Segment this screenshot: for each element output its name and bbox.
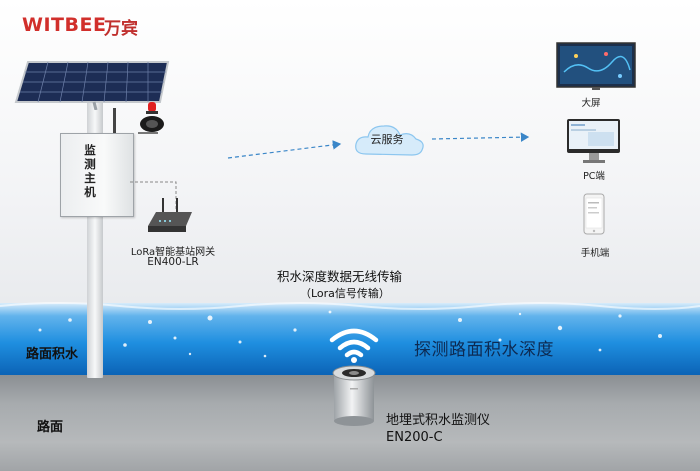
detect-caption: 探测路面积水深度 bbox=[414, 340, 554, 360]
monitor-host-box bbox=[60, 133, 134, 217]
big-screen-label: 大屏 bbox=[581, 98, 601, 109]
gateway-label-1: LoRa智能基站网关 bbox=[130, 247, 216, 258]
siren-alarm-icon bbox=[113, 102, 164, 134]
big-screen-icon bbox=[556, 42, 636, 90]
buried-water-sensor-icon bbox=[332, 365, 376, 426]
water-zone-label: 路面积水 bbox=[26, 347, 79, 362]
transmission-caption: 积水深度数据无线传输 bbox=[277, 269, 403, 284]
transmission-subcaption: （Lora信号传输） bbox=[300, 287, 390, 300]
pc-monitor-icon bbox=[567, 119, 620, 163]
wifi-signal-icon bbox=[329, 328, 379, 363]
cloud-label: 云服务 bbox=[370, 133, 404, 146]
host-gateway-link bbox=[130, 181, 177, 210]
pc-label: PC端 bbox=[583, 171, 605, 182]
road-zone-label: 路面 bbox=[37, 420, 64, 435]
water-layer bbox=[0, 303, 700, 375]
sensor-label-2: EN200-C bbox=[386, 430, 443, 445]
gateway-label-2: EN400-LR bbox=[147, 256, 199, 268]
data-flow-arrows bbox=[227, 132, 530, 159]
sensor-label-1: 地埋式积水监测仪 bbox=[386, 413, 491, 428]
cloud-icon bbox=[355, 125, 424, 156]
brand-logo-cn: 万宾 bbox=[104, 19, 138, 39]
lora-gateway-icon bbox=[148, 198, 192, 232]
water-bubbles bbox=[0, 302, 700, 358]
solar-panel bbox=[14, 61, 170, 110]
monitor-host-label: 监测主机 bbox=[84, 143, 96, 199]
mobile-phone-icon bbox=[583, 193, 605, 235]
brand-logo: WITBEE bbox=[22, 14, 107, 36]
mobile-label: 手机端 bbox=[580, 248, 610, 259]
